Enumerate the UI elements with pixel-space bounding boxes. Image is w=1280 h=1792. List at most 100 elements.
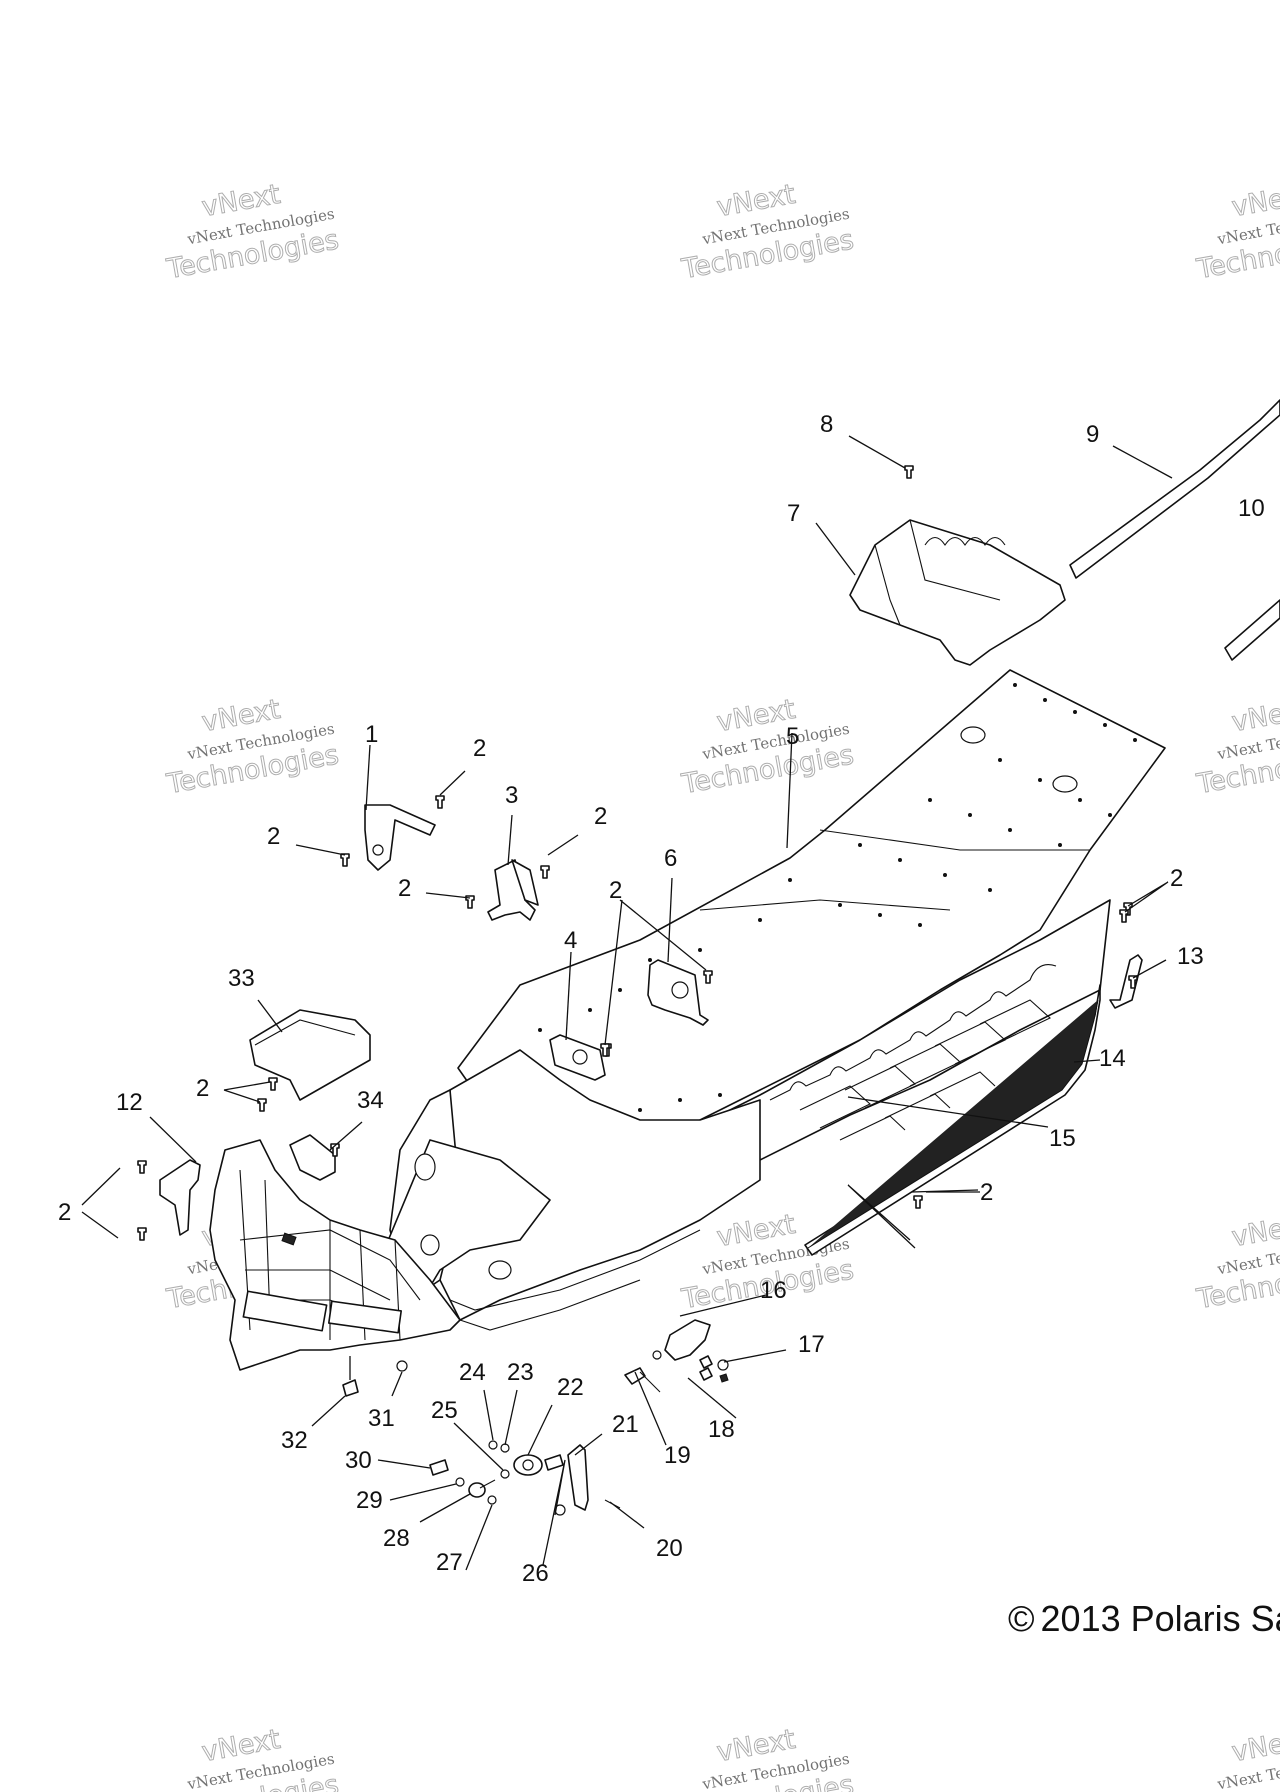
rivet-dot: [1058, 843, 1062, 847]
callout-2: 2: [594, 803, 607, 830]
part-10-rail: [1224, 599, 1280, 661]
part-7-rear-housing: [849, 519, 1066, 666]
screw-icon: [435, 795, 445, 809]
callout-34: 34: [357, 1087, 384, 1114]
screw-icon: [904, 465, 914, 479]
callout-2: 2: [398, 875, 411, 902]
part-1-bracket: [364, 804, 436, 871]
copyright-notice: ©2013 Polaris Sa: [1008, 1598, 1280, 1640]
callout-15: 15: [1049, 1125, 1076, 1152]
callout-31: 31: [368, 1405, 395, 1432]
callout-7: 7: [787, 500, 800, 527]
callout-16: 16: [760, 1277, 787, 1304]
callout-23: 23: [507, 1359, 534, 1386]
rivet-dot: [1078, 798, 1082, 802]
rivet-dot: [698, 948, 702, 952]
callout-1: 1: [365, 721, 378, 748]
callout-2: 2: [267, 823, 280, 850]
screw-icon: [340, 853, 350, 867]
copyright-symbol: ©: [1008, 1598, 1035, 1639]
tunnel-scallop-rail: [769, 964, 1057, 1101]
callout-10: 10: [1238, 495, 1265, 522]
rivet-dot: [858, 843, 862, 847]
rivet-dot: [1103, 723, 1107, 727]
callout-12: 12: [116, 1089, 143, 1116]
rivet-dot: [1108, 813, 1112, 817]
rivet-dot: [998, 758, 1002, 762]
callout-17: 17: [798, 1331, 825, 1358]
callout-13: 13: [1177, 943, 1204, 970]
rivet-dot: [1043, 698, 1047, 702]
copyright-text: 2013 Polaris Sa: [1040, 1598, 1280, 1639]
part-12-bracket: [159, 1159, 201, 1236]
watermark-word: vNext: [1230, 1724, 1280, 1768]
callout-2: 2: [473, 735, 486, 762]
tunnel-assembly: [457, 669, 1166, 1262]
callout-2: 2: [1170, 865, 1183, 892]
watermark-word: vNext: [1230, 179, 1280, 223]
rivet-dot: [1073, 710, 1077, 714]
rivet-dot: [918, 923, 922, 927]
callout-8: 8: [820, 411, 833, 438]
callout-20: 20: [656, 1535, 683, 1562]
tunnel-fins: [799, 999, 1051, 1141]
callout-32: 32: [281, 1427, 308, 1454]
callout-25: 25: [431, 1397, 458, 1424]
rivet-dot: [988, 888, 992, 892]
callout-2: 2: [196, 1075, 209, 1102]
rivet-dot: [838, 903, 842, 907]
callout-28: 28: [383, 1525, 410, 1552]
callout-30: 30: [345, 1447, 372, 1474]
rivet-dot: [788, 878, 792, 882]
callout-18: 18: [708, 1416, 735, 1443]
callout-2: 2: [58, 1199, 71, 1226]
rivet-dot: [1133, 738, 1137, 742]
callout-5: 5: [786, 723, 799, 750]
part-16-mount: [664, 1319, 711, 1361]
callout-33: 33: [228, 965, 255, 992]
callout-24: 24: [459, 1359, 486, 1386]
rivet-dot: [538, 1028, 542, 1032]
screw-icon: [1119, 909, 1129, 923]
watermark-word: vNext: [1230, 1209, 1280, 1253]
fastener-hardware: [429, 1350, 729, 1516]
callout-14: 14: [1099, 1045, 1126, 1072]
front-frame: [209, 1049, 761, 1371]
callout-2: 2: [609, 877, 622, 904]
rivet-dot: [678, 1098, 682, 1102]
leader-lines: [81, 435, 1173, 1571]
screws-part-2: [137, 465, 1138, 1241]
screw-icon: [137, 1227, 147, 1241]
callout-21: 21: [612, 1411, 639, 1438]
screw-icon: [913, 1195, 923, 1209]
rivet-dot: [758, 918, 762, 922]
rivet-dot: [718, 1093, 722, 1097]
callout-27: 27: [436, 1549, 463, 1576]
rivet-dot: [1013, 683, 1017, 687]
rivet-dot: [648, 958, 652, 962]
callout-labels: 1 2 2 3 2 2 4 2 6 5 7 8 9 10 2 13 14 15 …: [58, 411, 1265, 1587]
watermark-word: vNext: [1230, 694, 1280, 738]
callout-4: 4: [564, 927, 577, 954]
screw-icon: [1128, 975, 1138, 989]
callout-29: 29: [356, 1487, 383, 1514]
rivet-dot: [618, 988, 622, 992]
part-13-clip: [1109, 954, 1143, 1009]
rivet-dot: [898, 858, 902, 862]
rivet-dot: [943, 873, 947, 877]
part-34-bracket: [289, 1134, 336, 1181]
part-9-rail: [1069, 399, 1280, 579]
rivet-dot: [1008, 828, 1012, 832]
screw-icon: [600, 1043, 610, 1057]
rivet-dot: [588, 1008, 592, 1012]
rivet-dot: [1038, 778, 1042, 782]
callout-26: 26: [522, 1560, 549, 1587]
